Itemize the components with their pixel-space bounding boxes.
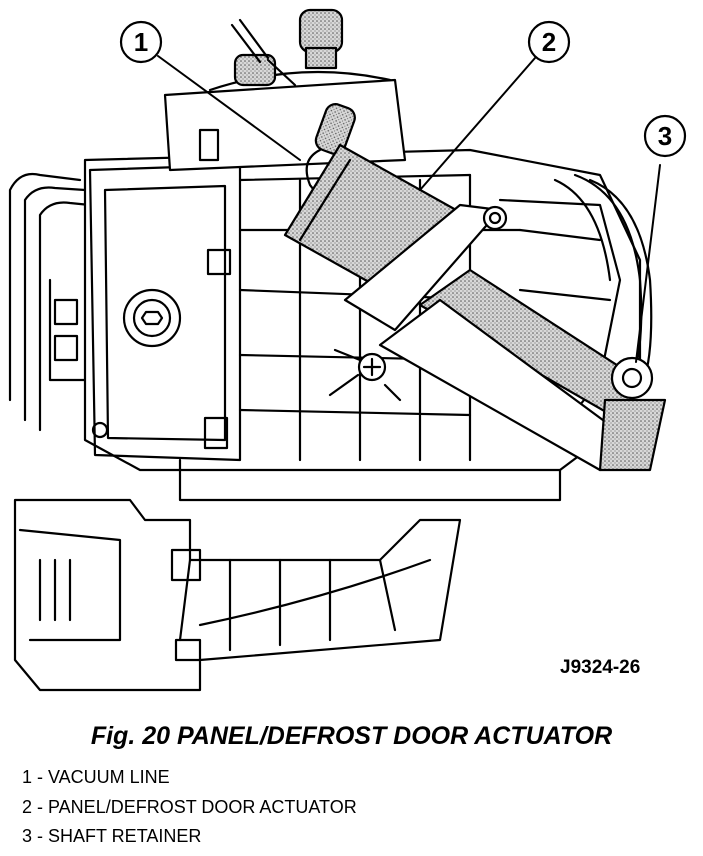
left-wiring	[8, 172, 92, 432]
lower-assembly	[13, 498, 462, 692]
callout-2: 2	[527, 20, 571, 64]
svg-text:1: 1	[134, 27, 148, 57]
legend-item-vacuum-line: 1 - VACUUM LINE	[22, 767, 170, 787]
svg-text:3: 3	[658, 121, 672, 151]
housing-knob	[91, 128, 232, 450]
callout-3: 3	[643, 114, 687, 158]
svg-text:2: 2	[542, 27, 556, 57]
actuator-diagram: 1 2 3	[8, 8, 687, 692]
legend-item-actuator: 2 - PANEL/DEFROST DOOR ACTUATOR	[22, 797, 357, 817]
figure-caption: Fig. 20 PANEL/DEFROST DOOR ACTUATOR	[90, 722, 613, 750]
figure-id: J9324-26	[560, 657, 641, 678]
leader-lines	[157, 55, 661, 363]
callout-1: 1	[119, 20, 163, 64]
actuator-body	[283, 143, 508, 332]
legend-item-shaft-retainer: 3 - SHAFT RETAINER	[22, 826, 202, 846]
shaft-retainer	[553, 173, 667, 472]
